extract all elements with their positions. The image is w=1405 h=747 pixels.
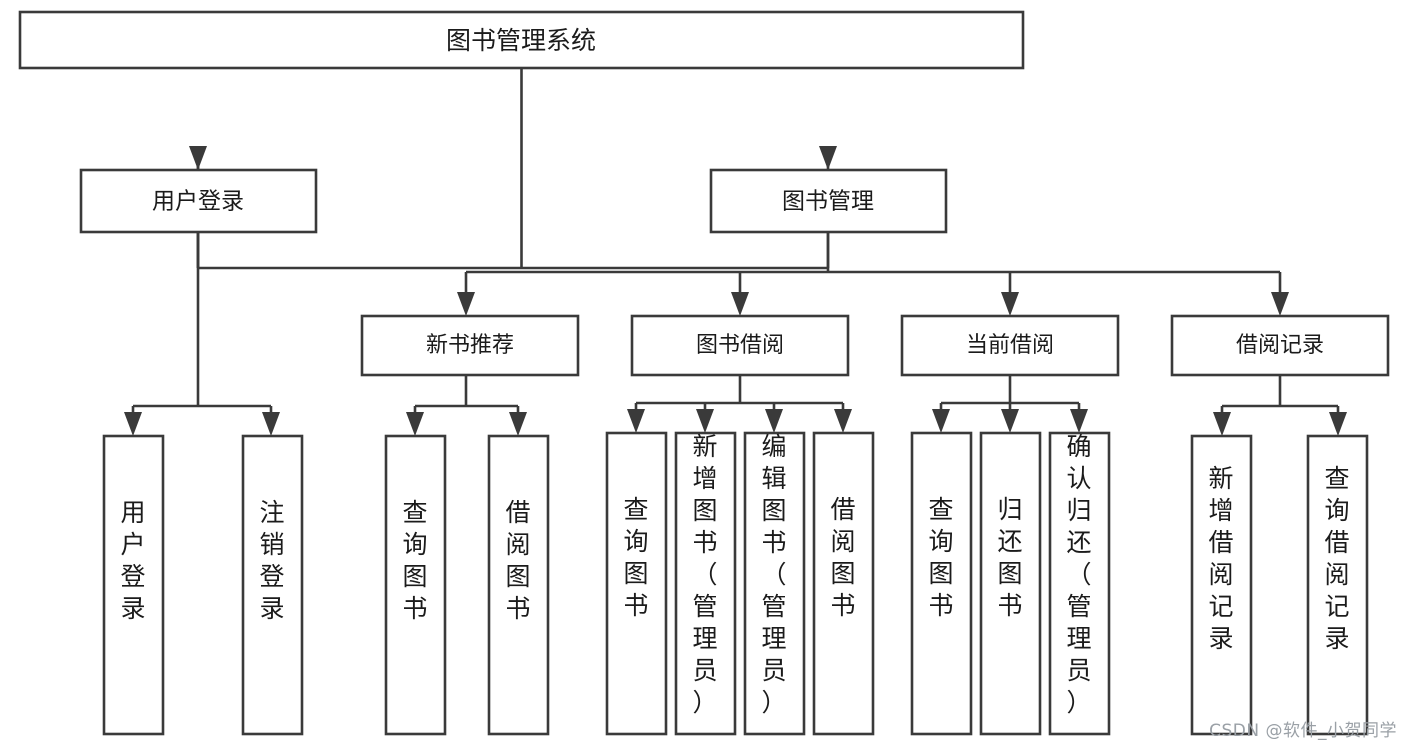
- leaf-cb-confirm-return-label: 确认归还（管理员）: [1066, 432, 1091, 717]
- leaf-br-add-record-box[interactable]: [1190, 434, 1253, 736]
- arrow-head-bb-leaf1: [627, 409, 645, 433]
- leaf-node[interactable]: 新增图书（管理员）: [674, 431, 737, 736]
- leaf-logout-label: 注销登录: [259, 498, 284, 623]
- connector-group-borrow-record-to-leaves: [1213, 375, 1347, 436]
- connector-group-user-login-to-leaves: [124, 232, 280, 436]
- arrow-head-book-manage: [819, 146, 837, 170]
- arrow-head-current-borrow: [1001, 292, 1019, 316]
- leaf-node[interactable]: 查询图书: [910, 431, 973, 736]
- node-book-borrow[interactable]: 图书借阅: [630, 314, 850, 377]
- leaf-node[interactable]: 新增借阅记录: [1190, 434, 1253, 736]
- leaf-node[interactable]: 归还图书: [979, 431, 1042, 736]
- arrow-head-user-login: [189, 146, 207, 170]
- leaf-cb-query-book-box[interactable]: [910, 431, 973, 736]
- arrow-head-br-leaf2: [1329, 412, 1347, 436]
- leaf-bb-borrow-book-box[interactable]: [812, 431, 875, 736]
- node-new-book-recommend-label: 新书推荐: [426, 333, 514, 358]
- connector-group-book-manage-to-level3: [457, 232, 1289, 316]
- leaf-br-query-record-label: 查询借阅记录: [1324, 464, 1349, 653]
- arrow-head-cb-leaf3: [1070, 409, 1088, 433]
- arrow-head-bb-leaf2: [696, 409, 714, 433]
- leaf-node[interactable]: 查询图书: [605, 431, 668, 736]
- arrow-head-cb-leaf1: [932, 409, 950, 433]
- leaf-user-login-box[interactable]: [102, 434, 165, 736]
- leaf-nb-borrow-book-box[interactable]: [487, 434, 550, 736]
- leaf-cb-confirm-return-box[interactable]: [1048, 431, 1111, 736]
- node-current-borrow-label: 当前借阅: [966, 333, 1054, 358]
- leaf-bb-borrow-book-label: 借阅图书: [830, 495, 855, 620]
- arrow-head-ul-leaf1: [124, 412, 142, 436]
- node-user-login[interactable]: 用户登录: [79, 168, 318, 234]
- node-book-borrow-label: 图书借阅: [696, 333, 784, 358]
- arrow-head-cb-leaf2: [1001, 409, 1019, 433]
- leaf-nb-query-book-label: 查询图书: [402, 498, 427, 623]
- node-new-book-recommend-box[interactable]: [360, 314, 580, 377]
- arrow-head-new-book: [457, 292, 475, 316]
- leaf-node[interactable]: 查询借阅记录: [1306, 434, 1369, 736]
- connector-group-book-borrow-to-leaves: [627, 375, 852, 433]
- node-root-label: 图书管理系统: [446, 26, 596, 55]
- node-book-manage[interactable]: 图书管理: [709, 168, 948, 234]
- leaf-bb-query-book-box[interactable]: [605, 431, 668, 736]
- arrow-head-nb-leaf1: [406, 412, 424, 436]
- leaf-node[interactable]: 用户登录: [102, 434, 165, 736]
- leaf-node[interactable]: 编辑图书（管理员）: [743, 431, 806, 736]
- leaf-node[interactable]: 查询图书: [384, 434, 447, 736]
- node-book-manage-label: 图书管理: [782, 189, 874, 215]
- node-borrow-record-label: 借阅记录: [1236, 333, 1324, 358]
- connector-group-new-book-to-leaves: [406, 375, 527, 436]
- leaf-cb-return-book-label: 归还图书: [997, 495, 1022, 620]
- leaf-bb-query-book-label: 查询图书: [623, 495, 648, 620]
- connector-group-current-borrow-to-leaves: [932, 375, 1088, 433]
- leaf-node[interactable]: 借阅图书: [812, 431, 875, 736]
- node-book-borrow-box[interactable]: [630, 314, 850, 377]
- connector-group-root-to-level2: [189, 68, 837, 270]
- node-book-manage-box[interactable]: [709, 168, 948, 234]
- leaf-bb-add-book-box[interactable]: [674, 431, 737, 736]
- arrow-head-book-borrow: [731, 292, 749, 316]
- arrow-head-bb-leaf3: [765, 409, 783, 433]
- arrow-head-nb-leaf2: [509, 412, 527, 436]
- node-user-login-box[interactable]: [79, 168, 318, 234]
- node-user-login-label: 用户登录: [152, 189, 244, 215]
- leaf-cb-query-book-label: 查询图书: [928, 495, 953, 620]
- leaf-bb-add-book-label: 新增图书（管理员）: [692, 432, 717, 717]
- leaf-bb-edit-book-label: 编辑图书（管理员）: [761, 432, 786, 717]
- leaf-nb-query-book-box[interactable]: [384, 434, 447, 736]
- node-root-box[interactable]: [18, 10, 1025, 70]
- node-borrow-record-box[interactable]: [1170, 314, 1390, 377]
- node-current-borrow[interactable]: 当前借阅: [900, 314, 1120, 377]
- leaf-cb-return-book-box[interactable]: [979, 431, 1042, 736]
- arrow-head-borrow-record: [1271, 292, 1289, 316]
- arrow-head-br-leaf1: [1213, 412, 1231, 436]
- arrow-head-bb-leaf4: [834, 409, 852, 433]
- leaf-node[interactable]: 借阅图书: [487, 434, 550, 736]
- leaf-logout-box[interactable]: [241, 434, 304, 736]
- node-borrow-record[interactable]: 借阅记录: [1170, 314, 1390, 377]
- leaf-nb-borrow-book-label: 借阅图书: [505, 498, 530, 623]
- node-new-book-recommend[interactable]: 新书推荐: [360, 314, 580, 377]
- leaf-node[interactable]: 确认归还（管理员）: [1048, 431, 1111, 736]
- leaf-node[interactable]: 注销登录: [241, 434, 304, 736]
- leaf-br-query-record-box[interactable]: [1306, 434, 1369, 736]
- node-current-borrow-box[interactable]: [900, 314, 1120, 377]
- arrow-head-ul-leaf2: [262, 412, 280, 436]
- leaf-bb-edit-book-box[interactable]: [743, 431, 806, 736]
- node-root[interactable]: 图书管理系统: [18, 10, 1025, 70]
- leaf-br-add-record-label: 新增借阅记录: [1208, 464, 1233, 653]
- leaf-user-login-label: 用户登录: [120, 498, 145, 623]
